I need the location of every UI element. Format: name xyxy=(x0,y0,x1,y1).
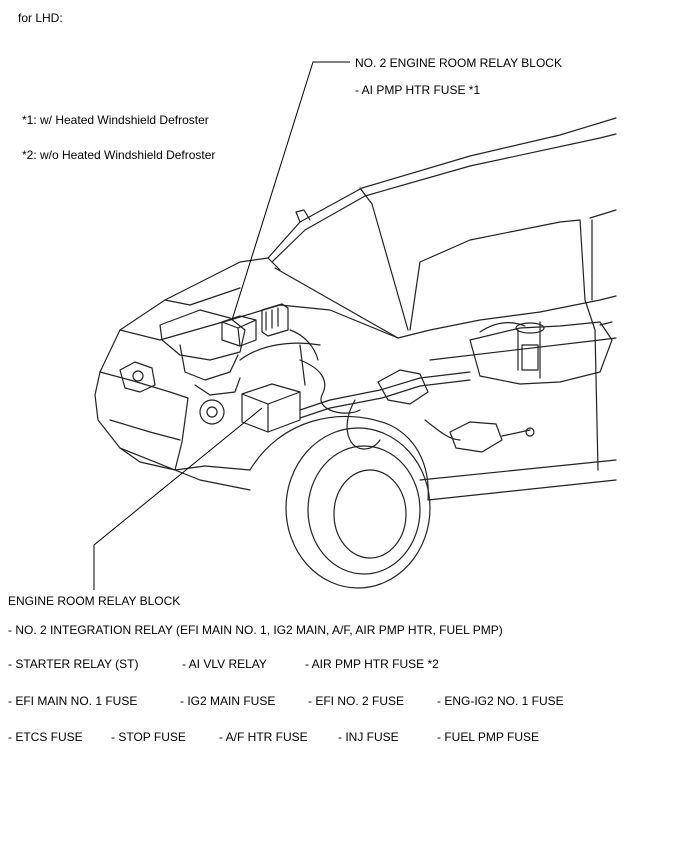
footnote: *2: w/o Heated Windshield Defroster xyxy=(22,148,216,162)
callout-item: - INJ FUSE xyxy=(338,730,399,744)
callout-item: - EFI NO. 2 FUSE xyxy=(308,694,405,708)
catalytic-converter-upper xyxy=(377,369,429,405)
engine-room-relay-block-shape xyxy=(241,383,301,433)
hood-outline xyxy=(99,257,281,373)
callout-title-engine-room-relay-block: ENGINE ROOM RELAY BLOCK xyxy=(8,594,181,608)
no2-relay-block-shape xyxy=(221,315,257,347)
side-window-rear xyxy=(589,209,617,301)
propeller-shaft xyxy=(299,371,471,411)
callout-item: - EFI MAIN NO. 1 FUSE xyxy=(8,694,138,708)
variant-label: for LHD: xyxy=(18,11,63,25)
callout-item: - IG2 MAIN FUSE xyxy=(180,694,276,708)
catalytic-converter-lower xyxy=(449,421,503,453)
side-window-front xyxy=(409,219,586,331)
front-tire xyxy=(285,427,431,589)
windshield-outline xyxy=(271,133,617,263)
callout-item: - NO. 2 INTEGRATION RELAY (EFI MAIN NO. … xyxy=(8,623,503,637)
callout-item: - AI PMP HTR FUSE *1 xyxy=(355,83,481,97)
callout-item: - A/F HTR FUSE xyxy=(219,730,308,744)
callout-item: - AI VLV RELAY xyxy=(182,657,267,671)
callout-item: - FUEL PMP FUSE xyxy=(437,730,540,744)
callout-item: - STARTER RELAY (ST) xyxy=(8,657,139,671)
wheel-arch xyxy=(249,415,429,501)
roof-outline xyxy=(267,117,617,259)
callout-item: - ETCS FUSE xyxy=(8,730,83,744)
leader-line-no2-relay-block xyxy=(231,61,350,321)
callout-title-no2-relay-block: NO. 2 ENGINE ROOM RELAY BLOCK xyxy=(355,56,562,70)
callout-item: - ENG-IG2 NO. 1 FUSE xyxy=(437,694,564,708)
body-side xyxy=(397,295,617,339)
leader-line-engine-room-relay-block xyxy=(93,407,263,590)
callout-item: - AIR PMP HTR FUSE *2 xyxy=(305,657,439,671)
footnote: *1: w/ Heated Windshield Defroster xyxy=(22,113,209,127)
callout-item: - STOP FUSE xyxy=(111,730,186,744)
